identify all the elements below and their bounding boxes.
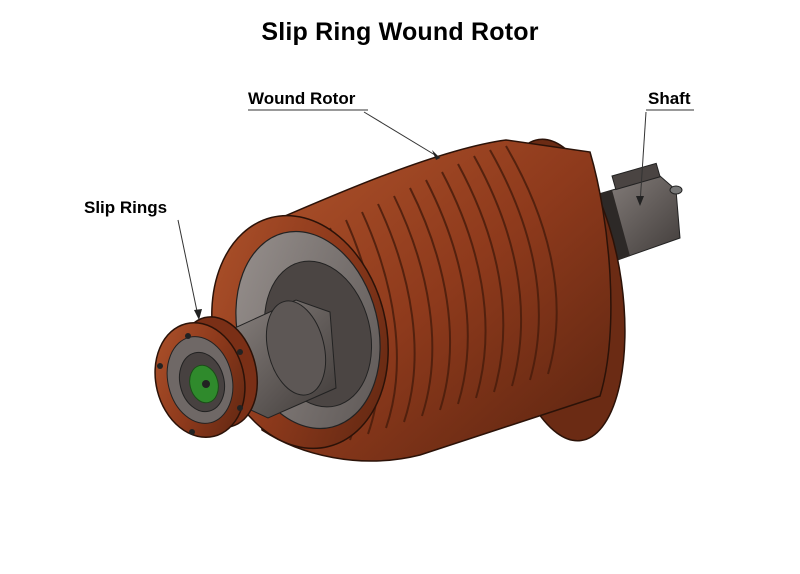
leader-wound-rotor (363, 111, 441, 159)
label-slip-rings: Slip Rings (84, 198, 168, 217)
label-shaft: Shaft (648, 89, 691, 108)
wound-rotor-body (211, 138, 626, 462)
leader-wound-rotor-arrow (432, 150, 440, 160)
leader-shaft-arrow (636, 196, 644, 206)
label-wound-rotor: Wound Rotor (248, 89, 356, 108)
leader-slip-rings-arrow (194, 309, 202, 320)
slip-rings (154, 316, 259, 439)
diagram-title: Slip Ring Wound Rotor (261, 18, 539, 46)
leader-slip-rings (177, 219, 199, 317)
leader-shaft (639, 111, 647, 205)
